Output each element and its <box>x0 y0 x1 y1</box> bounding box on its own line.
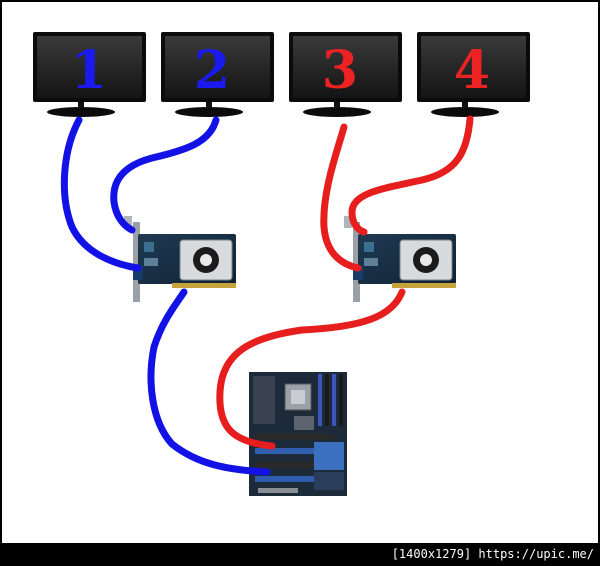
cable-monitor-1-to-card-left <box>60 116 142 272</box>
upic-watermark: [1400x1279] https://upic.me/ <box>391 547 594 561</box>
cable-card-right-to-motherboard <box>216 288 406 450</box>
diagram-canvas: 1 2 3 4 <box>2 2 598 543</box>
cable-card-left-to-motherboard <box>147 288 271 476</box>
cable-monitor-4-to-card-right <box>348 115 474 236</box>
monitor-2-number: 2 <box>194 40 230 101</box>
monitor-1-number: 1 <box>71 40 107 101</box>
motherboard <box>249 372 347 496</box>
cable-monitor-2-to-card-left <box>110 116 220 234</box>
graphics-card-left <box>124 216 236 302</box>
monitor-3-number: 3 <box>322 40 358 101</box>
monitor-2: 2 <box>161 32 274 117</box>
cables-red <box>216 115 474 450</box>
monitor-3: 3 <box>289 32 402 117</box>
monitor-1: 1 <box>33 32 146 117</box>
monitor-4: 4 <box>417 32 530 117</box>
footer-bar <box>0 543 600 566</box>
cables-blue <box>60 116 271 476</box>
cable-monitor-3-to-card-right <box>320 123 362 272</box>
graphics-card-right <box>344 216 456 302</box>
monitor-4-number: 4 <box>454 40 490 101</box>
